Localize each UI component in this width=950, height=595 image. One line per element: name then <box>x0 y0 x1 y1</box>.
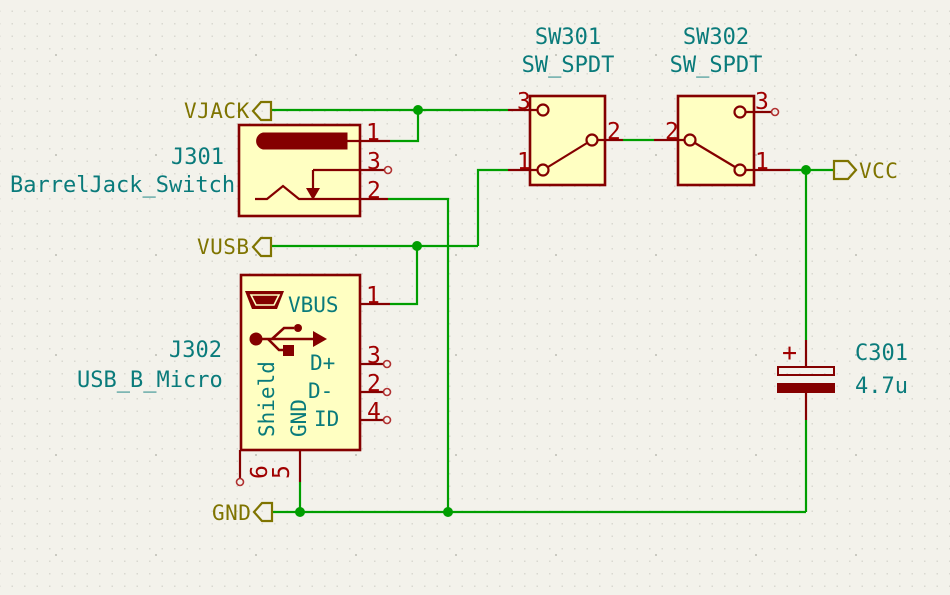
j301-pin2-switch-blade[interactable] <box>255 184 388 201</box>
sw302-throw2-contact <box>733 105 747 119</box>
pin-name-vbus: VBUS <box>288 293 339 317</box>
symbol-sw301-spdt[interactable] <box>508 94 623 187</box>
sw301-pin3-number: 3 <box>517 89 531 115</box>
j302-reference[interactable]: J302 <box>169 338 222 363</box>
c301-value[interactable]: 4.7u <box>855 374 908 399</box>
power-label-gnd[interactable]: GND <box>212 501 252 525</box>
junction-vjack[interactable] <box>413 105 423 115</box>
sw301-pin2-number: 2 <box>607 119 621 145</box>
noconn-dplus <box>382 359 392 369</box>
sw301-throw2-contact <box>536 103 550 117</box>
pin-name-gnd: GND <box>287 399 311 437</box>
sw302-throw1-contact <box>733 163 747 177</box>
vusb-label-arrow[interactable] <box>251 236 273 258</box>
sw302-value[interactable]: SW_SPDT <box>669 53 763 78</box>
wires <box>271 108 834 514</box>
j302-pin1-number: 1 <box>366 283 380 309</box>
symbol-j302-usb-micro[interactable] <box>238 273 390 482</box>
sw301-lever <box>547 142 588 168</box>
junctions <box>295 105 811 517</box>
wire-vusb-to-vbus[interactable] <box>390 246 419 306</box>
j302-pin3-number: 3 <box>367 343 381 369</box>
noconn-dminus <box>382 387 392 397</box>
j301-pin3-number: 3 <box>367 149 381 175</box>
usb-trident-icon <box>249 324 327 356</box>
symbol-c301-capacitor[interactable] <box>777 340 835 420</box>
noconn-shield <box>235 477 245 487</box>
wire-vusb-to-sw301-pin1[interactable] <box>476 168 508 246</box>
j302-pin5-number: 5 <box>269 465 295 479</box>
c301-bottom-plate <box>777 383 835 393</box>
vjack-label-arrow[interactable] <box>251 100 273 122</box>
power-label-vjack[interactable]: VJACK <box>184 99 250 123</box>
power-label-vusb[interactable]: VUSB <box>197 235 250 259</box>
sw301-reference[interactable]: SW301 <box>534 25 602 50</box>
sw301-common-contact <box>585 133 599 147</box>
sw301-value[interactable]: SW_SPDT <box>521 53 615 78</box>
sw302-lever <box>694 142 736 168</box>
c301-top-plate <box>777 366 835 376</box>
global-label-shapes <box>251 100 858 523</box>
pin-name-id: ID <box>314 407 340 431</box>
pin-name-dplus: D+ <box>310 351 336 375</box>
barrel-glyph <box>256 132 348 150</box>
j301-value[interactable]: BarrelJack_Switch <box>10 173 236 198</box>
power-label-vcc[interactable]: VCC <box>859 159 899 183</box>
sw302-reference[interactable]: SW302 <box>682 25 750 50</box>
sw301-throw1-contact <box>536 163 550 177</box>
j301-reference[interactable]: J301 <box>171 145 224 170</box>
sw302-common-contact <box>683 133 697 147</box>
symbol-sw302-spdt[interactable] <box>654 94 790 187</box>
pin-name-shield: Shield <box>255 361 279 437</box>
wire-j301-pin2-to-gnd[interactable] <box>388 197 450 512</box>
junction-vusb[interactable] <box>412 241 422 251</box>
sw302-pin1-number: 1 <box>755 149 769 175</box>
sw301-pin1-number: 1 <box>517 149 531 175</box>
noconn-sw302-pin3 <box>770 107 780 117</box>
switch-arrow-head <box>306 188 320 200</box>
noconn-j301-pin3 <box>383 165 393 175</box>
sw301-body[interactable] <box>528 94 607 187</box>
junction-gnd-left[interactable] <box>295 507 305 517</box>
unconnected-markers <box>235 107 780 487</box>
wire-vjack-to-j301-pin1[interactable] <box>390 110 420 143</box>
junction-gnd-mid[interactable] <box>443 507 453 517</box>
c301-polarity-mark: + <box>782 338 798 367</box>
c301-reference[interactable]: C301 <box>855 341 908 366</box>
sw302-body[interactable] <box>676 94 756 187</box>
j302-pin2-number: 2 <box>367 371 381 397</box>
j301-pin2-number: 2 <box>367 178 381 204</box>
pin-name-dminus: D- <box>308 379 334 403</box>
gnd-label-arrow[interactable] <box>252 501 274 523</box>
usb-receptacle-icon-inner <box>249 294 281 306</box>
sw302-pin3-number: 3 <box>755 89 769 115</box>
j302-pin4-number: 4 <box>367 399 381 425</box>
j301-pin1-number: 1 <box>366 120 380 146</box>
j302-value[interactable]: USB_B_Micro <box>77 368 223 393</box>
sw302-pin2-number: 2 <box>665 119 679 145</box>
symbol-j301-barreljack[interactable] <box>237 123 390 218</box>
junction-vcc[interactable] <box>801 165 811 175</box>
noconn-id <box>382 415 392 425</box>
vcc-label-arrow[interactable] <box>832 159 858 181</box>
